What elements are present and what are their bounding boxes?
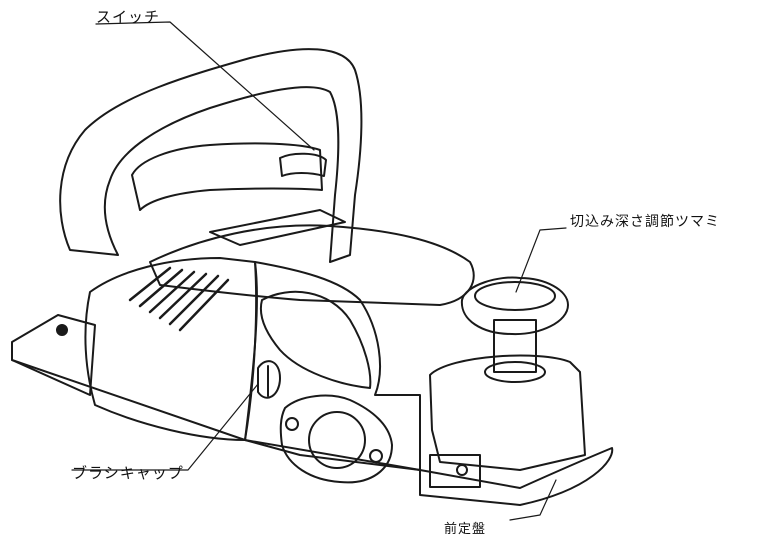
front-shell: [244, 261, 421, 471]
label-brush-cap: ブラシキャップ: [72, 464, 184, 482]
chip-outlet-opening: [308, 411, 366, 469]
rear-base-hole: [56, 324, 68, 336]
vent-slots: [128, 266, 230, 332]
front-base-plate: [419, 447, 614, 506]
chip-outlet-flange: [279, 394, 393, 484]
label-depth-adjust-knob: 切込み深さ調節ツマミ: [570, 214, 720, 230]
body-top: [149, 224, 475, 306]
side-recess: [260, 290, 372, 389]
switch-trigger: [279, 152, 327, 177]
label-switch: スイッチ: [96, 8, 161, 26]
handle-outline: [59, 48, 363, 263]
base-window: [429, 454, 481, 488]
knob-collar: [484, 361, 546, 383]
motor-housing: [84, 257, 258, 441]
rear-base: [11, 314, 96, 396]
depth-knob: [460, 276, 569, 336]
flange-screw-left: [285, 417, 299, 431]
base-window-screw: [456, 464, 468, 476]
base-bottom-edge: [11, 359, 421, 471]
name-plate: [209, 209, 346, 246]
label-front-base: 前定盤: [444, 522, 487, 537]
handle-grip-opening: [131, 142, 323, 211]
leader-lines: [71, 21, 567, 521]
flange-screw-right: [369, 449, 383, 463]
brush-cap: [257, 360, 281, 399]
knob-shaft: [493, 319, 537, 373]
knob-top-face: [474, 281, 556, 311]
